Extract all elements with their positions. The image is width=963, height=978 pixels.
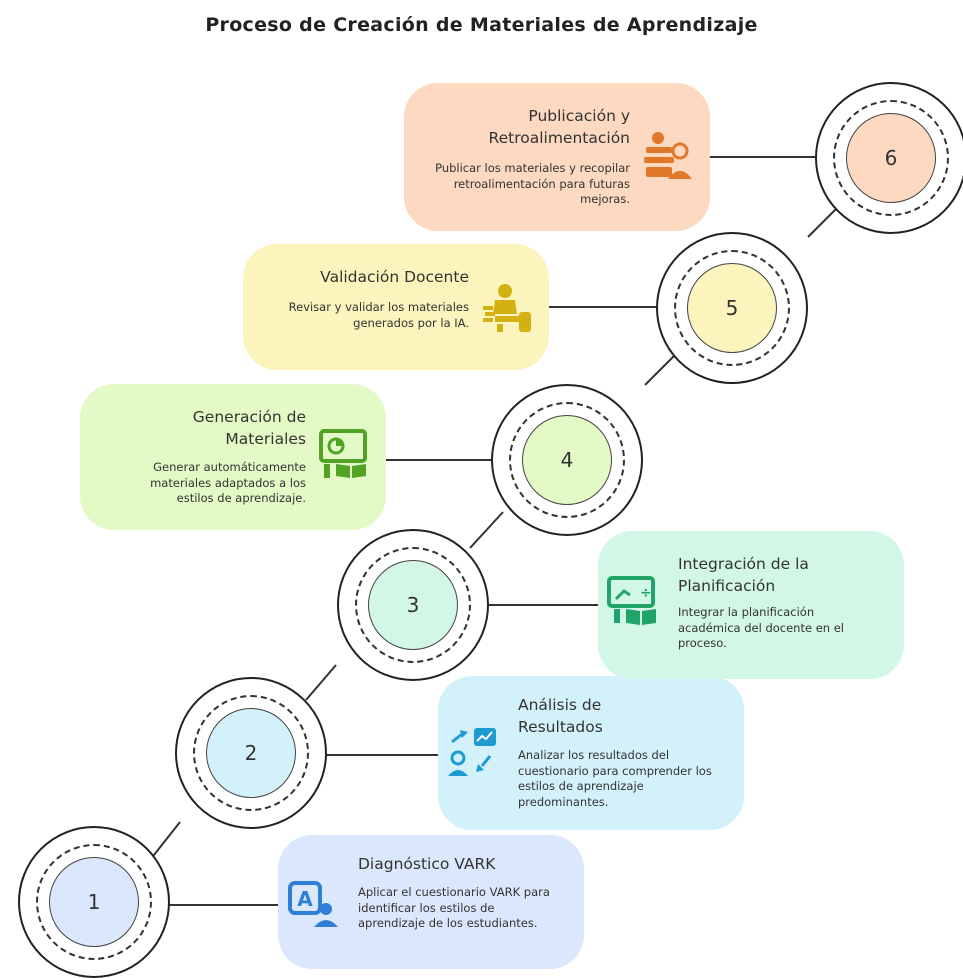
step-5-number: 5 bbox=[687, 263, 777, 353]
step-3-description: Integrar la planificación académica del … bbox=[678, 605, 844, 650]
step-3-ring: 3 bbox=[337, 529, 489, 681]
step-3-title: Integración de la Planificación bbox=[678, 555, 809, 595]
step-2-description: Analizar los resultados del cuestionario… bbox=[518, 748, 712, 809]
step-4-ring: 4 bbox=[491, 384, 643, 536]
step-4-description: Generar automáticamente materiales adapt… bbox=[150, 460, 306, 505]
presentation-book-icon bbox=[319, 429, 367, 478]
people-feedback-icon bbox=[644, 132, 692, 179]
planning-board-icon: ÷ bbox=[607, 576, 656, 625]
user-text-icon: A bbox=[288, 881, 338, 927]
svg-text:A: A bbox=[297, 887, 313, 911]
step-5-description: Revisar y validar los materiales generad… bbox=[288, 300, 469, 330]
step-1-ring: 1 bbox=[18, 826, 170, 978]
step-6-ring: 6 bbox=[815, 82, 963, 234]
svg-text:÷: ÷ bbox=[640, 585, 652, 601]
teacher-desk-icon bbox=[483, 284, 531, 332]
step-1-description: Aplicar el cuestionario VARK para identi… bbox=[358, 885, 550, 930]
step-6-description: Publicar los materiales y recopilar retr… bbox=[435, 161, 630, 206]
analysis-exchange-icon bbox=[448, 728, 496, 776]
step-2-card: Análisis de Resultados Analizar los resu… bbox=[438, 676, 744, 830]
step-6-number: 6 bbox=[846, 113, 936, 203]
step-2-number: 2 bbox=[206, 708, 296, 798]
step-6-card: Publicación y Retroalimentación Publicar… bbox=[404, 83, 710, 231]
step-5-title: Validación Docente bbox=[320, 268, 469, 286]
step-1-number: 1 bbox=[49, 857, 139, 947]
step-2-ring: 2 bbox=[175, 677, 327, 829]
step-5-ring: 5 bbox=[656, 232, 808, 384]
step-3-card: ÷ Integración de la Planificación Integr… bbox=[598, 531, 904, 679]
step-3-number: 3 bbox=[368, 560, 458, 650]
step-5-card: Validación Docente Revisar y validar los… bbox=[243, 244, 549, 370]
step-2-title: Análisis de Resultados bbox=[518, 696, 603, 736]
step-4-title: Generación de Materiales bbox=[192, 408, 306, 448]
step-4-number: 4 bbox=[522, 415, 612, 505]
step-1-title: Diagnóstico VARK bbox=[358, 855, 496, 873]
diagram-title: Proceso de Creación de Materiales de Apr… bbox=[205, 14, 758, 36]
step-4-card: Generación de Materiales Generar automát… bbox=[80, 384, 386, 530]
step-1-card: A Diagnóstico VARK Aplicar el cuestionar… bbox=[278, 835, 584, 969]
step-6-title: Publicación y Retroalimentación bbox=[488, 107, 630, 147]
